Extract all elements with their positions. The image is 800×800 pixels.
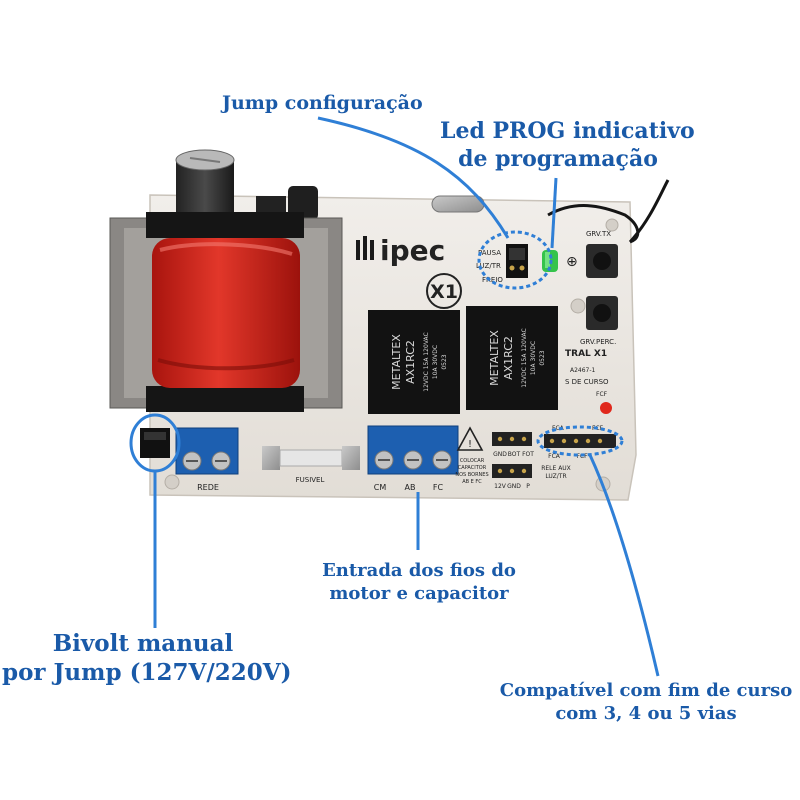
relay-spec1-2: 12VDC 15A 120VAC: [521, 328, 528, 387]
small-capacitor: [288, 186, 318, 220]
terminal-cm: CM: [374, 483, 387, 492]
warning-line-4: AB E FC: [462, 479, 482, 485]
callout-motor: Entrada dos fios do motor e capacitor: [318, 560, 520, 605]
jumper-label-luz: LUZ/TR: [476, 262, 501, 270]
header-p: P: [526, 483, 530, 490]
model-text: X1: [430, 281, 458, 303]
header-gnd: GND: [493, 451, 507, 458]
fusivel-label: FUSIVEL: [296, 476, 325, 484]
terminal-ab: AB: [405, 483, 416, 492]
relay-batch-1: 0523: [441, 354, 448, 369]
rele-aux-label: RELE AUX: [541, 465, 571, 472]
jumper-label-freio: FREIO: [482, 276, 503, 284]
callout-led-prog: Led PROG indicativo de programação: [440, 118, 695, 173]
fcf-top-label: FCF: [596, 391, 608, 398]
callout-jump-config-text: Jump configuração: [222, 92, 423, 114]
power-terminal-block: REDE: [175, 427, 239, 492]
pin-header-12v: 12V GND P: [492, 464, 532, 490]
electrolytic-capacitor: [175, 149, 235, 218]
callout-bivolt-line1: Bivolt manual: [52, 630, 234, 657]
crystal: [431, 195, 485, 213]
relay-spec2-1: 10A 30VDC: [432, 345, 439, 379]
model-badge: [426, 273, 462, 309]
callout-motor-line2: motor e capacitor: [329, 582, 509, 604]
pin-header-gnd-bot-fot: GND BOT FOT: [492, 432, 534, 458]
grv-tx-label: GRV.TX: [586, 230, 611, 238]
motor-terminal-block: CM AB FC: [367, 425, 459, 492]
model-side-text: TRAL X1: [565, 349, 607, 359]
limit-switch-line: [588, 454, 660, 677]
config-jumper: PAUSA LUZ/TR FREIO: [476, 244, 528, 284]
relay-right: METALTEX AX1RC2 12VDC 15A 120VAC 10A 30V…: [466, 306, 558, 410]
jump-config-outline: [477, 230, 553, 290]
callout-led-prog-line2: de programação: [458, 145, 658, 172]
relay-brand-1: METALTEX: [390, 334, 403, 390]
header-12v: 12V: [494, 483, 507, 490]
callout-graphics: [129, 116, 660, 677]
luz-tr-label: LUZ/TR: [545, 473, 566, 480]
callout-jump-config: Jump configuração: [222, 92, 423, 116]
callout-motor-line1: Entrada dos fios do: [322, 560, 516, 581]
code-text: A2467-1: [570, 367, 596, 374]
header2-gnd: GND: [507, 483, 521, 490]
jumper-label-pausa: PAUSA: [478, 249, 501, 257]
warning-line-3: NOS BORNES: [455, 472, 488, 478]
transformer: [109, 212, 343, 412]
grv-perc-label: GRV.PERC.: [580, 338, 616, 346]
svg-text:!: !: [468, 439, 472, 450]
relay-spec1-1: 12VDC 15A 120VAC: [423, 332, 430, 391]
rede-label: REDE: [197, 483, 219, 492]
plus-symbol: ⊕: [566, 254, 578, 270]
bivolt-outline: [129, 413, 181, 473]
jump-config-line: [317, 116, 510, 239]
callout-bivolt-line2: por Jump (127V/220V): [2, 658, 292, 686]
grv-tx-button: GRV.TX: [586, 230, 618, 278]
relay-batch-2: 0523: [539, 350, 546, 365]
led-prog-line: [550, 177, 558, 249]
ipec-logo: ipec: [356, 234, 445, 267]
relay-spec2-2: 10A 30VDC: [530, 341, 537, 375]
terminal-fc: FC: [433, 483, 444, 492]
warning-line-2: CAPACITOR: [458, 465, 487, 471]
bivolt-jumper: [140, 428, 170, 458]
header-bot: BOT: [508, 451, 521, 458]
fuse: FUSIVEL: [262, 446, 360, 484]
callout-bivolt: Bivolt manual por Jump (127V/220V): [2, 630, 292, 688]
fcf-led: [600, 402, 612, 414]
header-fot: FOT: [522, 451, 534, 458]
antenna-wire: [547, 179, 670, 244]
grv-perc-button: GRV.PERC.: [580, 296, 618, 346]
warning-icon: !: [456, 426, 484, 451]
callout-limit-switch-line2: com 3, 4 ou 5 vias: [555, 702, 737, 724]
warning-line-1: COLOCAR: [460, 458, 485, 464]
relay-model-1: AX1RC2: [404, 340, 417, 384]
callout-led-prog-line1: Led PROG indicativo: [440, 118, 695, 144]
brand-text: ipec: [380, 234, 445, 267]
fcf-label: FCF: [576, 453, 588, 460]
relay-brand-2: METALTEX: [488, 330, 501, 386]
limit-switch-outline: [536, 425, 624, 457]
relay-model-2: AX1RC2: [502, 336, 515, 380]
fca-label: FCA: [548, 453, 561, 460]
relay-left: METALTEX AX1RC2 12VDC 15A 120VAC 10A 30V…: [368, 310, 460, 414]
fca-top-label: FCA: [552, 425, 565, 432]
callout-limit-switch: Compatível com fim de curso com 3, 4 ou …: [496, 680, 796, 725]
callout-limit-switch-line1: Compatível com fim de curso: [499, 680, 793, 701]
curso-text: S DE CURSO: [565, 378, 609, 386]
